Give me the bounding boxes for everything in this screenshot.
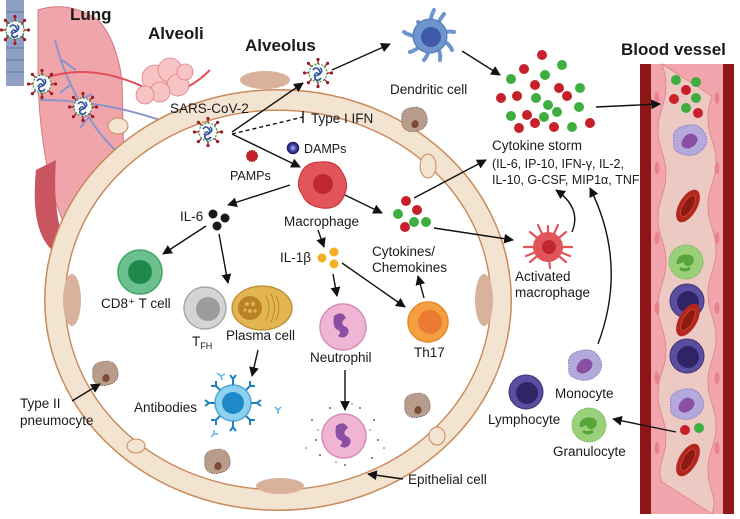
arrow-vessel-to-granulocyte <box>612 415 677 433</box>
cytokines-label-line2: Chemokines <box>372 260 447 275</box>
arrows <box>71 43 677 481</box>
arrow-dendritic-to-storm <box>461 50 501 76</box>
arrow-il6-to-cd8 <box>162 225 207 255</box>
arrow-monocyte-to-storm <box>589 187 612 345</box>
damps-label: DAMPs <box>304 142 346 156</box>
granulocyte-label: Granulocyte <box>553 444 626 459</box>
alveoli-heading: Alveoli <box>148 24 204 43</box>
plasma-cell-icon <box>231 285 293 331</box>
virus-icon <box>302 57 334 89</box>
arrow-macrophage-to-cytokines <box>344 194 383 214</box>
cytokine-storm-label: Cytokine storm <box>492 138 582 153</box>
arrow-label-to-pneumocyte <box>71 383 101 402</box>
epithelial-nucleus <box>63 274 81 326</box>
virus-icon <box>26 68 58 100</box>
neutrophil-label: Neutrophil <box>310 350 372 365</box>
th17-cell-icon <box>407 301 449 343</box>
arrow-label-to-epithelial <box>367 470 404 481</box>
type-ii-pneumocyte-icon <box>401 106 428 133</box>
sars-cov-2-label: SARS-CoV-2 <box>170 101 249 116</box>
type-i-ifn-label: Type I IFN <box>311 111 373 126</box>
arrow-cytokines-to-activated <box>433 227 514 244</box>
antibodies-label: Antibodies <box>134 400 197 415</box>
arrow-il1b-to-neutrophil <box>330 273 341 297</box>
il1b-molecules-icon <box>317 247 339 269</box>
arrow-membrane-to-dendritic <box>331 43 391 71</box>
monocyte-icon <box>567 349 603 381</box>
activated-macrophage-label-line2: macrophage <box>515 285 590 300</box>
tfh-cell-icon <box>183 286 227 330</box>
arrow-activated-to-storm <box>555 189 576 233</box>
arrow-macrophage-to-il1b <box>316 229 326 248</box>
granulocyte-icon <box>570 406 608 444</box>
tfh-label: TFH <box>192 334 212 351</box>
macrophage-icon <box>297 161 348 209</box>
alveolus-heading: Alveolus <box>245 36 316 55</box>
arrow-virus-to-membrane <box>231 82 304 133</box>
dendritic-cell-label: Dendritic cell <box>390 82 467 97</box>
cytokine-storm-icon <box>496 50 595 133</box>
cd8-t-cell-icon <box>117 249 163 295</box>
cytokine-storm-list-line1: (IL-6, IP-10, IFN-γ, IL-2, <box>492 157 624 171</box>
arrow-plasma-to-antibodies <box>249 349 259 377</box>
lung-inner <box>34 160 66 250</box>
neutrophil-icon <box>319 303 367 351</box>
virus-icon <box>0 14 31 46</box>
monocyte-label: Monocyte <box>555 386 614 401</box>
arrow-storm-to-vessel <box>595 99 661 110</box>
type-ii-pneumocyte-icon <box>92 360 119 387</box>
pamps-icon <box>246 150 258 162</box>
cytokines-chemokines-icon <box>393 196 431 232</box>
epithelial-nucleus <box>256 478 304 494</box>
netosis-neutrophil-icon <box>305 403 385 466</box>
plasma-cell-label: Plasma cell <box>226 328 295 343</box>
cytokine-storm-list-line2: IL-10, G-CSF, MIP1α, TNF) <box>492 173 644 187</box>
th17-label: Th17 <box>414 345 445 360</box>
type-ii-pneumocyte-label-line1: Type II <box>20 396 61 411</box>
activated-macrophage-icon <box>522 223 574 270</box>
blood-vessel-heading: Blood vessel <box>621 40 726 59</box>
arrow-macrophage-to-il6 <box>227 184 291 207</box>
il6-molecules-icon <box>208 209 230 231</box>
arrow-virus-to-macrophage <box>231 133 301 168</box>
il1b-label: IL-1β <box>280 250 311 265</box>
epithelial-nucleus <box>240 71 290 89</box>
type-ii-pneumocyte-icon <box>404 392 431 419</box>
antibody-cell-icon <box>204 372 282 438</box>
cd8-t-cell-label: CD8⁺ T cell <box>101 296 171 311</box>
type-ii-pneumocyte-icon <box>204 448 231 475</box>
macrophage-label: Macrophage <box>284 214 359 229</box>
arrow-cytokines-to-storm <box>413 159 487 199</box>
arrow-il1b-to-th17 <box>341 262 406 308</box>
lung-heading: Lung <box>70 5 112 24</box>
lymphocyte-icon <box>508 374 544 410</box>
arrow-th17-to-cytokines <box>415 275 426 299</box>
blood-vessel-illustration <box>640 63 734 515</box>
epithelial-cell-label: Epithelial cell <box>408 472 487 487</box>
sars-cov-2-virus-icon <box>192 116 224 148</box>
pamps-label: PAMPs <box>230 169 271 183</box>
cytokines-label-line1: Cytokines/ <box>372 244 435 259</box>
ifn-inhibition-line <box>231 116 304 135</box>
dendritic-cell-icon <box>402 8 456 62</box>
vessel-cytokines <box>669 75 703 118</box>
virus-icon <box>67 91 99 123</box>
arrow-il6-to-plasma <box>218 233 232 284</box>
epithelial-nucleus <box>475 274 493 326</box>
lymphocyte-label: Lymphocyte <box>488 412 560 427</box>
activated-macrophage-label-line1: Activated <box>515 269 571 284</box>
type-ii-pneumocyte-label-line2: pneumocyte <box>20 413 94 428</box>
il6-label: IL-6 <box>180 209 203 224</box>
